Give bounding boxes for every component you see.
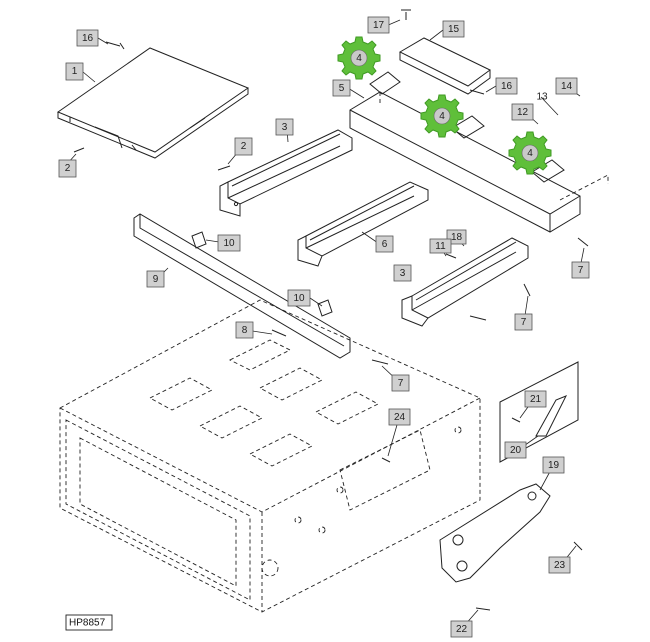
callout-7-mid[interactable]: 7 xyxy=(514,313,533,331)
svg-text:9: 9 xyxy=(153,274,159,285)
callout-3-lower[interactable]: 3 xyxy=(393,264,412,282)
svg-text:5: 5 xyxy=(339,83,345,94)
svg-text:16: 16 xyxy=(501,81,513,92)
callout-2-mid[interactable]: 2 xyxy=(234,137,253,156)
svg-text:2: 2 xyxy=(241,141,247,152)
svg-text:10: 10 xyxy=(293,293,305,304)
callout-10-upper[interactable]: 10 xyxy=(217,234,241,252)
callout-23[interactable]: 23 xyxy=(548,556,571,574)
callout-11[interactable]: 11 xyxy=(429,238,452,254)
gear-marker-label: 4 xyxy=(439,111,445,122)
svg-text:10: 10 xyxy=(223,238,235,249)
callout-15[interactable]: 15 xyxy=(442,20,465,38)
callouts: 16 1 2 2 3 3 17 15 5 16 14 13 12 10 6 18… xyxy=(58,16,590,638)
callout-16-right[interactable]: 16 xyxy=(495,77,518,95)
callout-21[interactable]: 21 xyxy=(524,390,547,408)
part-3-rail-left xyxy=(219,129,353,217)
callout-17[interactable]: 17 xyxy=(367,16,390,34)
svg-text:8: 8 xyxy=(242,325,248,336)
svg-text:7: 7 xyxy=(578,265,584,276)
svg-text:11: 11 xyxy=(435,241,446,252)
callout-19[interactable]: 19 xyxy=(542,456,565,474)
svg-text:19: 19 xyxy=(548,460,560,471)
part-5-cross-beam xyxy=(349,91,609,233)
part-3-rail-right xyxy=(401,237,529,327)
svg-text:6: 6 xyxy=(382,239,388,250)
callout-3-upper[interactable]: 3 xyxy=(275,118,294,136)
gear-marker-4-a[interactable]: 4 xyxy=(337,36,381,80)
callout-2-left[interactable]: 2 xyxy=(58,159,77,178)
callout-7-low[interactable]: 7 xyxy=(391,374,410,392)
callout-20[interactable]: 20 xyxy=(504,441,527,459)
callout-9[interactable]: 9 xyxy=(146,270,165,288)
callout-13[interactable]: 13 xyxy=(536,92,548,103)
part-20-inset-bracket xyxy=(499,361,579,463)
callout-7-right[interactable]: 7 xyxy=(571,261,590,279)
svg-text:21: 21 xyxy=(530,394,542,405)
svg-text:2: 2 xyxy=(65,163,71,174)
svg-text:1: 1 xyxy=(72,66,78,77)
svg-text:15: 15 xyxy=(448,24,460,35)
svg-text:17: 17 xyxy=(373,20,385,31)
callout-12[interactable]: 12 xyxy=(511,103,534,121)
part-15-bracket xyxy=(398,37,491,95)
svg-text:3: 3 xyxy=(400,268,406,279)
part-10-clip-nuts xyxy=(191,231,333,317)
gear-marker-label: 4 xyxy=(527,148,533,159)
svg-text:22: 22 xyxy=(456,624,468,635)
svg-text:13: 13 xyxy=(536,92,548,103)
svg-text:20: 20 xyxy=(510,445,522,456)
callout-1[interactable]: 1 xyxy=(65,62,84,81)
svg-text:7: 7 xyxy=(398,378,404,389)
callout-5[interactable]: 5 xyxy=(332,79,351,97)
callout-8[interactable]: 8 xyxy=(235,321,254,339)
svg-text:23: 23 xyxy=(554,560,566,571)
frame-chassis xyxy=(59,299,481,613)
callout-24[interactable]: 24 xyxy=(388,408,411,426)
callout-6[interactable]: 6 xyxy=(375,235,394,253)
reference-code-label: HP8857 xyxy=(65,614,113,631)
svg-text:24: 24 xyxy=(394,412,406,423)
svg-text:14: 14 xyxy=(561,81,573,92)
svg-text:18: 18 xyxy=(451,232,463,243)
part-6-rail-middle xyxy=(297,181,429,267)
gear-marker-4-c[interactable]: 4 xyxy=(508,131,552,175)
svg-text:12: 12 xyxy=(517,107,529,118)
gear-marker-label: 4 xyxy=(356,53,362,64)
callout-14[interactable]: 14 xyxy=(555,77,578,95)
callout-10-lower[interactable]: 10 xyxy=(287,289,311,307)
callout-22[interactable]: 22 xyxy=(450,620,473,638)
part-1-cover-plate xyxy=(56,47,250,159)
part-19-mounting-plate xyxy=(439,483,551,583)
svg-text:16: 16 xyxy=(82,33,94,44)
gear-marker-4-b[interactable]: 4 xyxy=(420,94,464,138)
callout-16-top[interactable]: 16 xyxy=(76,29,99,47)
part-9-angle-rail xyxy=(133,213,351,359)
reference-code-text: HP8857 xyxy=(69,618,106,629)
svg-text:7: 7 xyxy=(521,317,527,328)
callout-18[interactable]: 18 xyxy=(446,229,467,245)
fasteners xyxy=(73,9,589,611)
highlight-markers: 4 4 4 xyxy=(337,36,552,175)
svg-text:3: 3 xyxy=(282,122,288,133)
